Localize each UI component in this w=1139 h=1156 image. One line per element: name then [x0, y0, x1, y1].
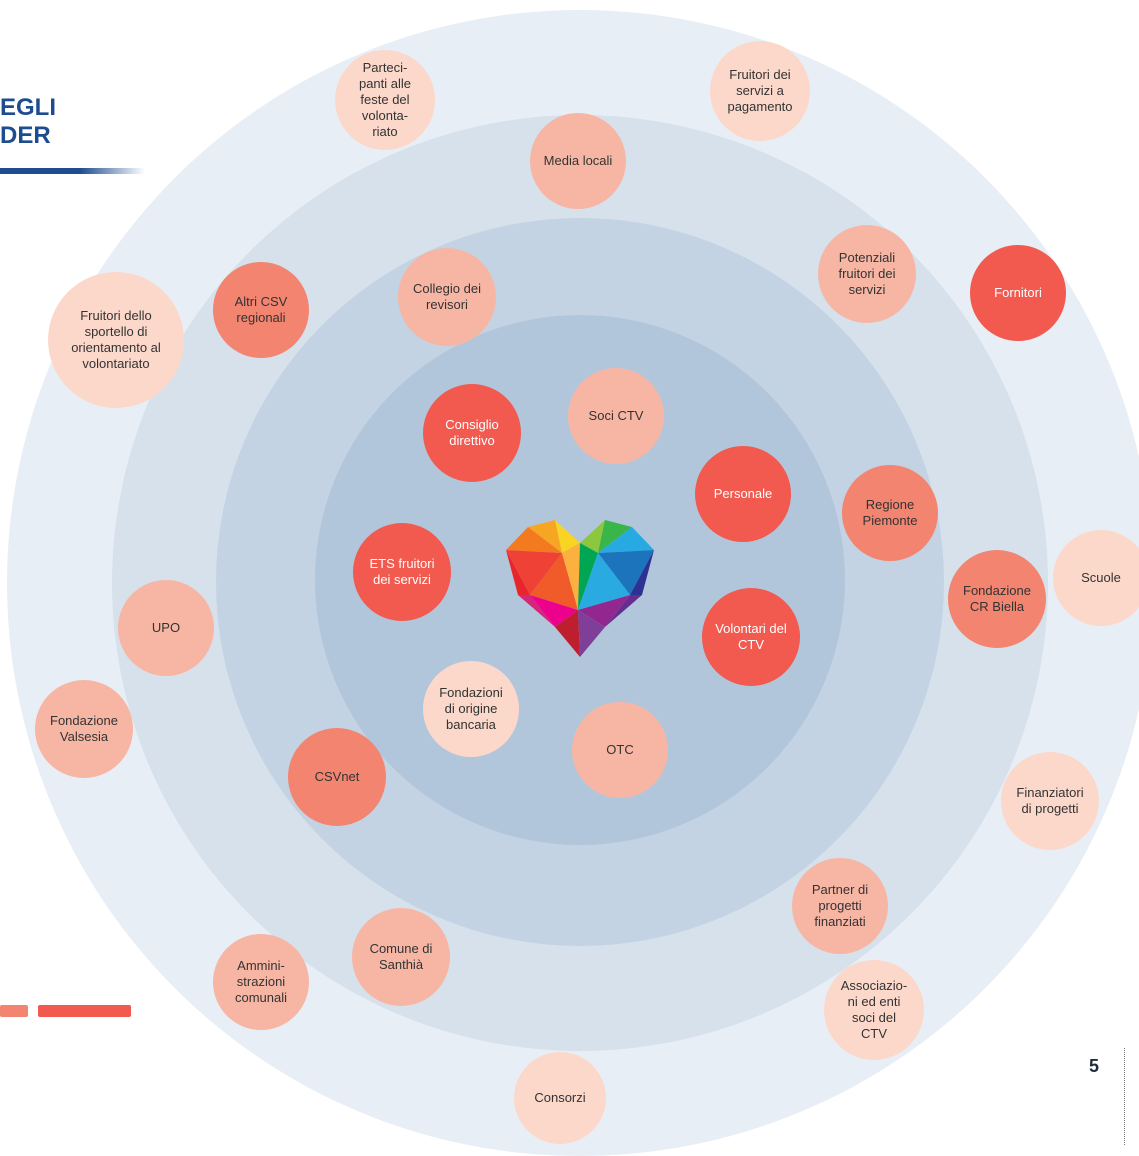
page-title-line-2: DER — [0, 122, 51, 149]
stakeholder-label: Consorzi — [534, 1090, 586, 1105]
stakeholder-label: CSVnet — [314, 769, 360, 784]
page-title-line-1: EGLI — [0, 94, 57, 121]
decorative-bar-red — [38, 1005, 131, 1017]
title-underline — [0, 168, 145, 174]
stakeholder-consorzi: Consorzi — [514, 1052, 606, 1144]
stakeholder-label: Fornitori — [994, 285, 1042, 300]
stakeholder-media-locali: Media locali — [530, 113, 626, 209]
stakeholder-label: Personale — [713, 486, 773, 501]
stakeholder-label: Soci CTV — [588, 408, 644, 423]
stakeholder-label: UPO — [151, 620, 181, 635]
stakeholder-soci-ctv: Soci CTV — [568, 368, 664, 464]
page-number-rule — [1124, 1048, 1125, 1145]
stakeholder-scuole: Scuole — [1053, 530, 1139, 626]
heart-logo-icon — [506, 520, 654, 657]
page-number: 5 — [1089, 1056, 1100, 1076]
stakeholder-otc: OTC — [572, 702, 668, 798]
stakeholder-upo: UPO — [118, 580, 214, 676]
page-title: EGLI DER — [0, 94, 56, 150]
stakeholder-label: OTC — [606, 742, 634, 757]
stakeholder-label: Media locali — [543, 153, 613, 168]
stakeholder-fornitori: Fornitori — [970, 245, 1066, 341]
stakeholder-personale: Personale — [695, 446, 791, 542]
stakeholder-csvnet: CSVnet — [288, 728, 386, 826]
stakeholder-label: Scuole — [1081, 570, 1121, 585]
decorative-bar-light — [0, 1005, 28, 1017]
